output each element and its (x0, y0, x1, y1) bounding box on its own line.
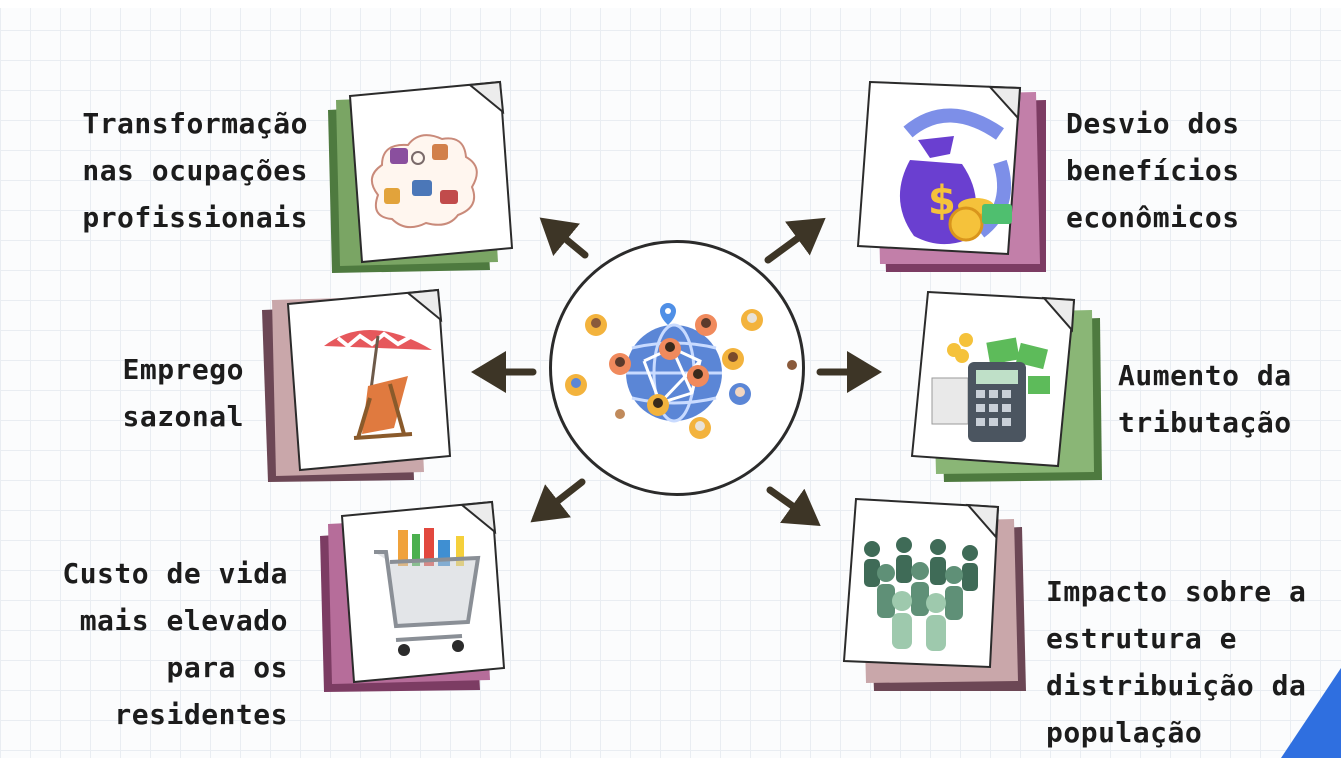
label-ocupacoes: Transformação nas ocupações profissionai… (82, 107, 308, 234)
paper-sheet (286, 288, 452, 472)
card-emprego (258, 288, 458, 488)
arrow-to-ocupacoes (539, 217, 589, 259)
label-emprego: Emprego sazonal (122, 353, 244, 433)
money-bag-cycle-icon: $ (899, 108, 1012, 245)
card-desvio: $ (850, 78, 1050, 278)
card-populacao (838, 497, 1038, 697)
card-ocupacoes (320, 80, 520, 280)
label-populacao: Impacto sobre a estrutura e distribuição… (1046, 575, 1307, 749)
shopping-cart-icon (374, 528, 481, 656)
professions-cloud-icon (371, 134, 478, 229)
label-tributacao: Aumento da tributação (1118, 359, 1292, 439)
card-custo (312, 500, 512, 700)
beach-chair-umbrella-icon (324, 329, 432, 440)
corner-decoration (1281, 668, 1341, 758)
arrow-to-populacao (766, 486, 821, 527)
label-custo: Custo de vida mais elevado para os resid… (62, 557, 288, 731)
top-strip (0, 0, 1341, 8)
globe-network-people-icon (565, 303, 801, 439)
arrow-to-desvio (764, 217, 826, 264)
calculator-money-icon (931, 333, 1050, 442)
label-desvio: Desvio dos benefícios econômicos (1066, 107, 1240, 234)
card-tributacao (908, 288, 1108, 488)
arrow-to-custo (530, 478, 586, 523)
central-hub (549, 240, 805, 496)
people-crowd-icon (864, 537, 978, 651)
